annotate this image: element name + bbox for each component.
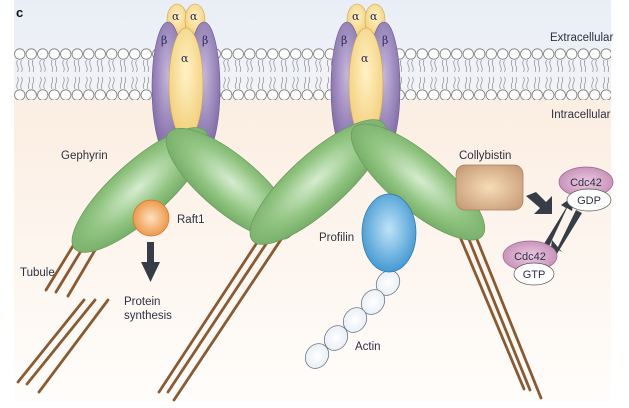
- cdc42-gtp-complex: Cdc42 GTP: [502, 240, 558, 286]
- collybistin-protein: [455, 164, 524, 211]
- gephyrin-label: Gephyrin: [61, 150, 108, 162]
- gaba-receptor-2: α α β β α: [330, 3, 401, 155]
- cdc42-gdp-complex: Cdc42 GDP: [558, 166, 614, 212]
- panel-label: c: [16, 5, 23, 20]
- protein-synthesis-label-2: synthesis: [124, 310, 172, 322]
- actin-filament: [304, 270, 401, 369]
- raft1-label: Raft1: [177, 214, 205, 226]
- tubule-middle: [157, 233, 286, 402]
- lipid-bilayer: [14, 47, 611, 103]
- svg-text:α: α: [190, 10, 198, 23]
- svg-text:α: α: [370, 10, 378, 23]
- extracellular-label: Extracellular: [550, 32, 613, 44]
- svg-text:α: α: [352, 10, 360, 23]
- activation-arrows: [526, 192, 582, 257]
- svg-text:β: β: [202, 34, 208, 47]
- alpha-subunit: [168, 27, 204, 141]
- intracellular-label: Intracellular: [551, 109, 611, 121]
- raft1-arrow: [141, 242, 160, 282]
- raft1-protein: [132, 199, 170, 237]
- tubule-label: Tubule: [20, 267, 55, 279]
- actin-label: Actin: [355, 341, 381, 353]
- profilin-label: Profilin: [319, 232, 354, 244]
- tubule-right: [456, 230, 543, 400]
- svg-text:β: β: [382, 34, 388, 47]
- gdp-label: GDP: [577, 195, 601, 207]
- gephyrin-lattice: [71, 119, 486, 253]
- collybistin-label: Collybistin: [459, 150, 511, 162]
- svg-text:α: α: [181, 52, 189, 65]
- profilin-protein: [361, 193, 417, 273]
- svg-text:β: β: [161, 34, 167, 47]
- cdc42-label: Cdc42: [514, 251, 546, 263]
- cdc42-label: Cdc42: [570, 177, 602, 189]
- protein-synthesis-label: Protein: [124, 296, 160, 308]
- svg-text:β: β: [341, 34, 347, 47]
- svg-text:α: α: [172, 10, 180, 23]
- svg-text:α: α: [361, 52, 369, 65]
- gtp-label: GTP: [523, 269, 546, 281]
- gaba-receptor-1: α α β β α: [151, 3, 221, 155]
